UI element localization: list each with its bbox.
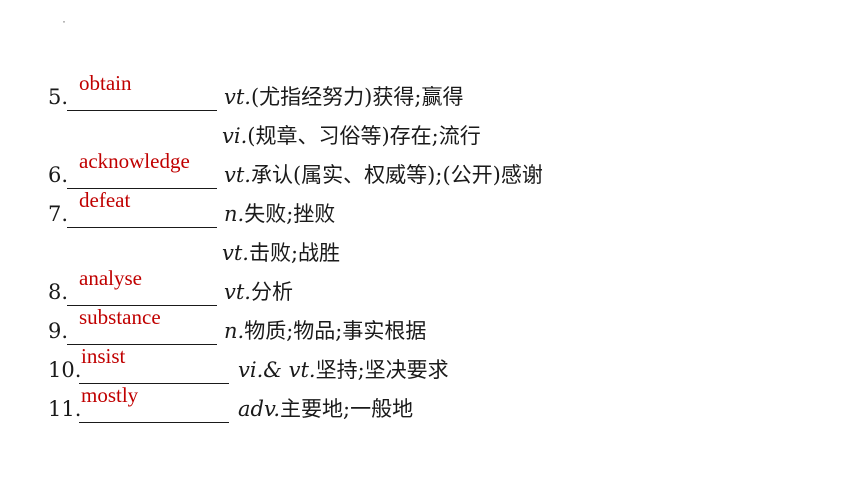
- answer-text: defeat: [79, 188, 131, 212]
- vocab-row-7-sense-2: vt.击败;战胜: [48, 236, 828, 270]
- part-of-speech: vt.: [224, 280, 251, 304]
- vocab-row-6: 6. acknowledge vt.承认(属实、权威等);(公开)感谢: [48, 149, 828, 192]
- vocab-row-9: 9. substance n.物质;物品;事实根据: [48, 305, 828, 348]
- part-of-speech: vi.: [222, 124, 248, 148]
- definition: vt.击败;战胜: [222, 236, 340, 270]
- meaning: (规章、习俗等)存在;流行: [247, 124, 481, 148]
- definition: vi.(规章、习俗等)存在;流行: [222, 119, 481, 153]
- answer-blank[interactable]: mostly: [79, 383, 229, 423]
- answer-text: acknowledge: [79, 149, 190, 173]
- item-number: 11.: [48, 397, 82, 421]
- answer-blank[interactable]: defeat: [67, 188, 217, 228]
- item-number: 5.: [48, 85, 69, 109]
- item-number: 8.: [48, 280, 69, 304]
- definition: adv.主要地;一般地: [238, 392, 413, 426]
- vocab-row-5-sense-2: vi.(规章、习俗等)存在;流行: [48, 119, 828, 153]
- answer-blank[interactable]: substance: [67, 305, 217, 345]
- answer-blank[interactable]: insist: [79, 344, 229, 384]
- definition: vt.分析: [224, 275, 293, 309]
- meaning: 物质;物品;事实根据: [244, 319, 427, 343]
- answer-text: mostly: [81, 383, 139, 407]
- answer-text: substance: [79, 305, 161, 329]
- part-of-speech: vt.: [222, 241, 249, 265]
- definition: n.失败;挫败: [224, 197, 335, 231]
- meaning: 分析: [250, 280, 293, 304]
- answer-blank[interactable]: analyse: [67, 266, 217, 306]
- definition: n.物质;物品;事实根据: [224, 314, 426, 348]
- meaning: (尤指经努力)获得;赢得: [250, 85, 464, 109]
- answer-text: analyse: [79, 266, 142, 290]
- answer-blank[interactable]: obtain: [67, 71, 217, 111]
- vocab-row-5: 5. obtain vt.(尤指经努力)获得;赢得: [48, 71, 828, 114]
- part-of-speech: vt.: [224, 163, 251, 187]
- part-of-speech: vt.: [224, 85, 251, 109]
- answer-text: obtain: [79, 71, 132, 95]
- item-number: 9.: [48, 319, 69, 343]
- vocab-row-11: 11. mostly adv.主要地;一般地: [48, 383, 828, 426]
- meaning: 坚持;坚决要求: [315, 358, 449, 382]
- answer-text: insist: [81, 344, 126, 368]
- definition: vt.承认(属实、权威等);(公开)感谢: [224, 158, 543, 192]
- item-number: 10.: [48, 358, 82, 382]
- part-of-speech: adv.: [238, 397, 281, 421]
- vocab-row-8: 8. analyse vt.分析: [48, 266, 828, 309]
- slide-marker: ·: [62, 14, 66, 28]
- item-number: 7.: [48, 202, 69, 226]
- meaning: 主要地;一般地: [280, 397, 414, 421]
- definition: vt.(尤指经努力)获得;赢得: [224, 80, 463, 114]
- vocab-row-10: 10. insist vi.& vt.坚持;坚决要求: [48, 344, 828, 387]
- part-of-speech: n.: [224, 202, 245, 226]
- meaning: 击败;战胜: [248, 241, 341, 265]
- vocab-row-7: 7. defeat n.失败;挫败: [48, 188, 828, 231]
- item-number: 6.: [48, 163, 69, 187]
- part-of-speech: n.: [224, 319, 245, 343]
- definition: vi.& vt.坚持;坚决要求: [238, 353, 449, 387]
- part-of-speech: vi.& vt.: [238, 358, 316, 382]
- meaning: 失败;挫败: [244, 202, 336, 226]
- meaning: 承认(属实、权威等);(公开)感谢: [250, 163, 543, 187]
- answer-blank[interactable]: acknowledge: [67, 149, 217, 189]
